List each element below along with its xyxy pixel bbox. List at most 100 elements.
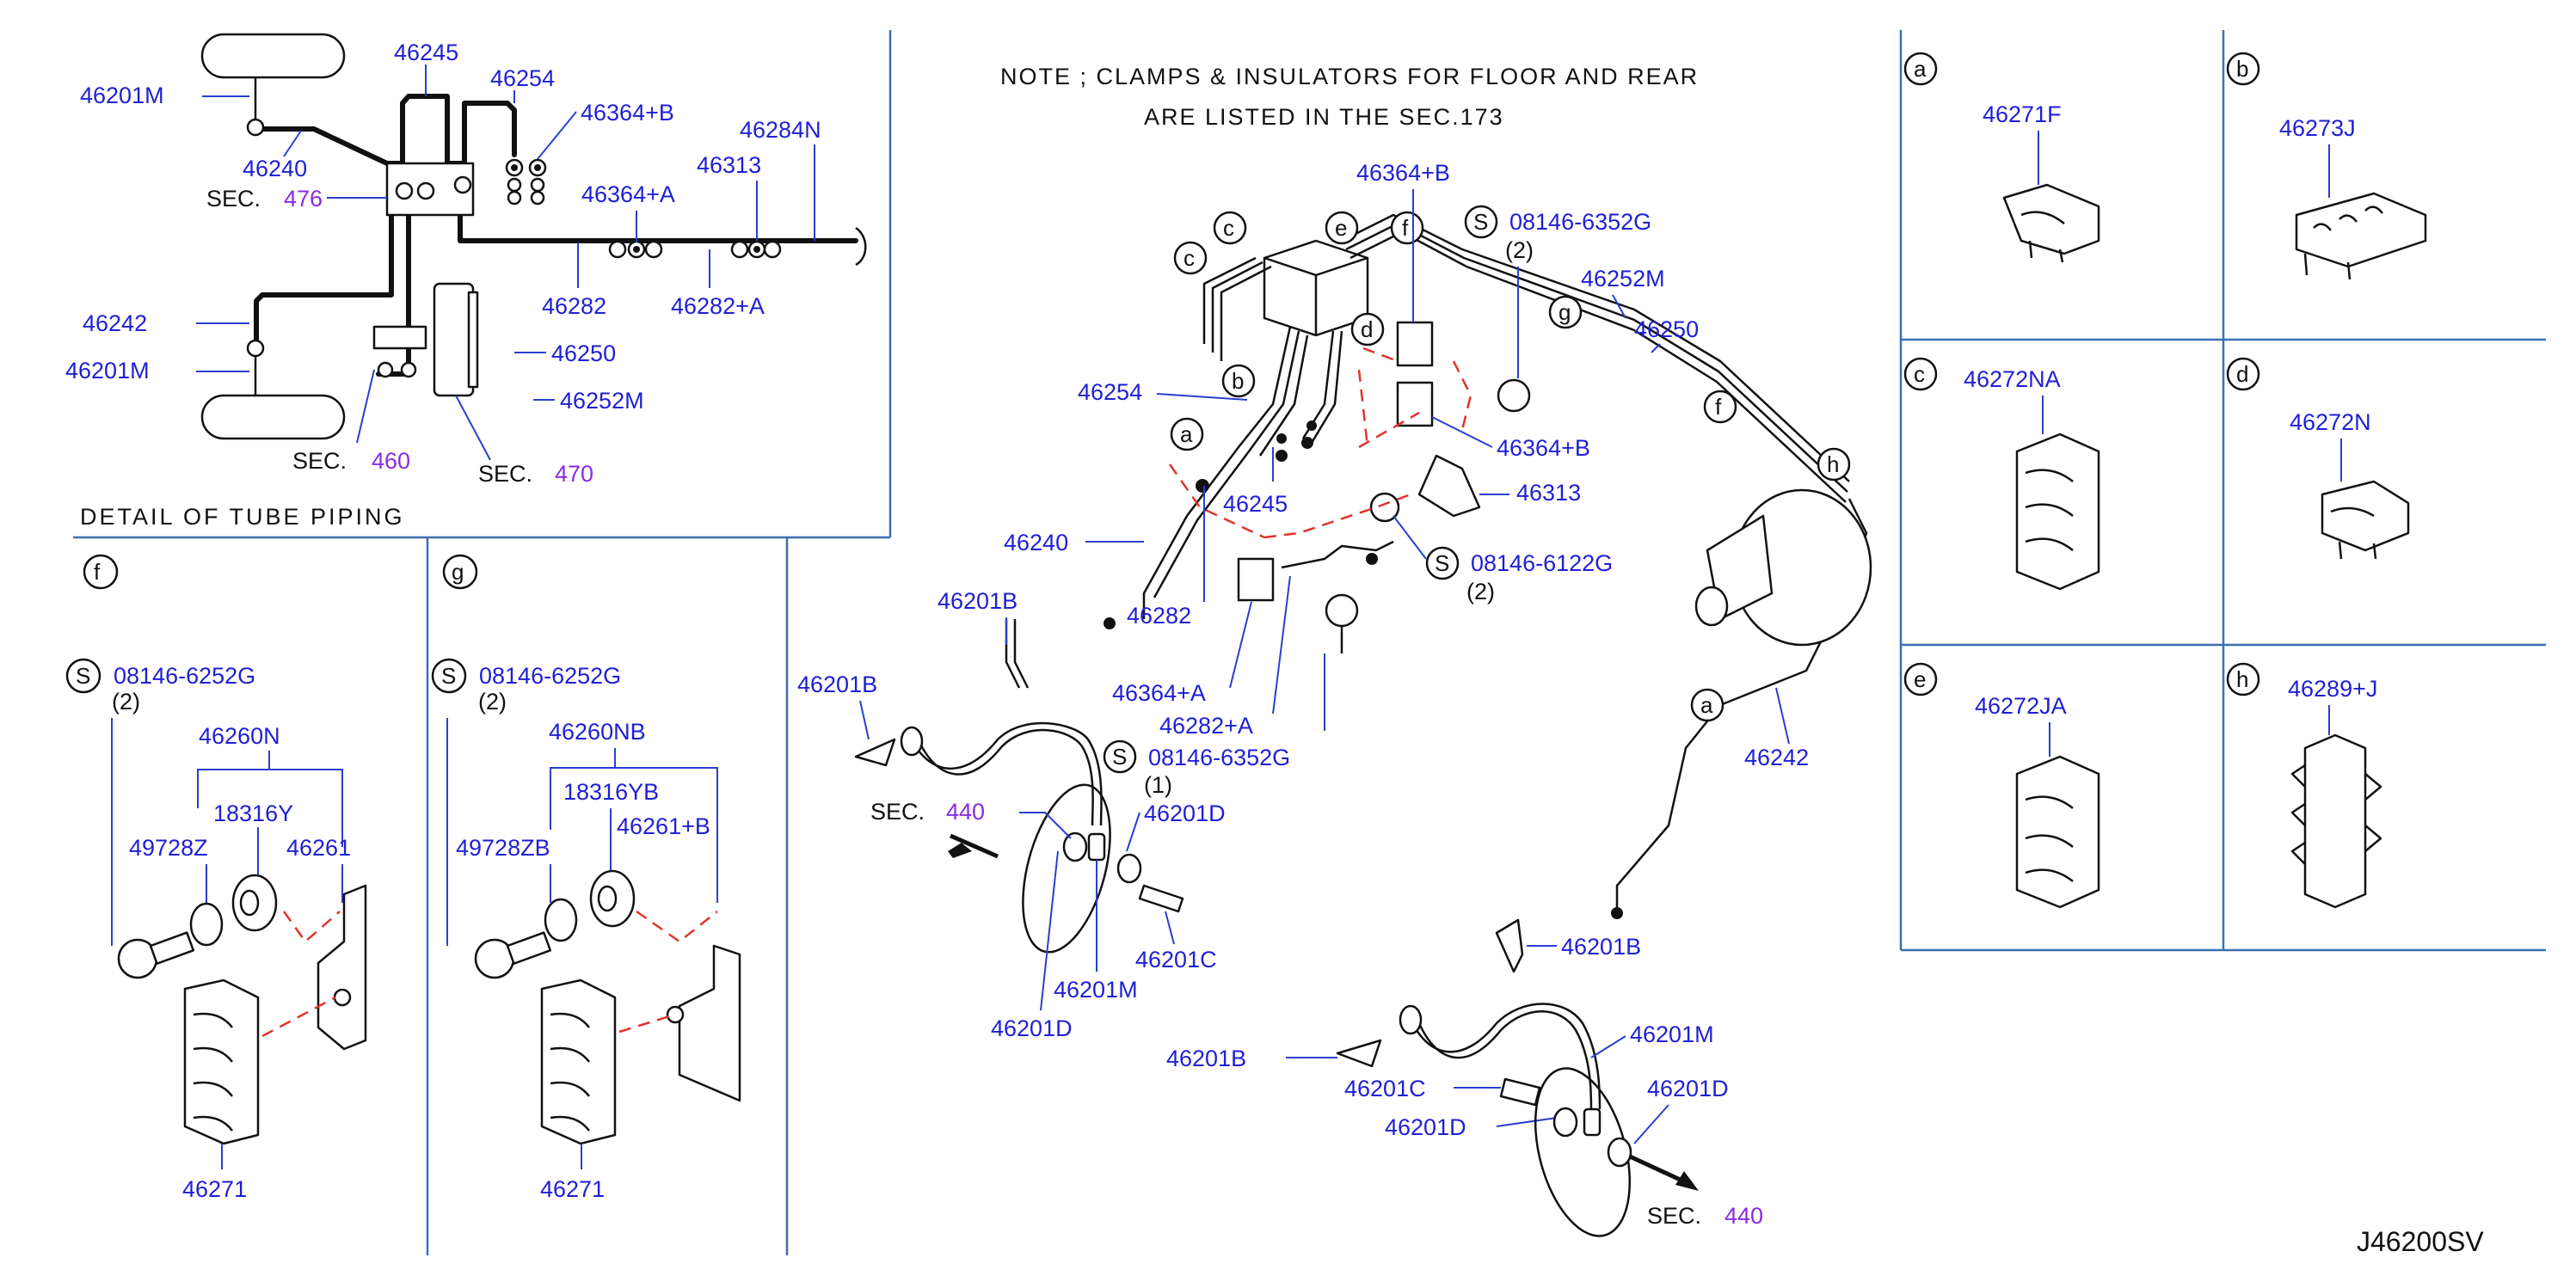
washer-a-icon (1062, 831, 1088, 862)
label-46245: 46245 (394, 40, 458, 65)
bleeder-bolt-a-icon (1138, 884, 1184, 913)
clamp-f-2: f (1715, 394, 1722, 420)
clamp-e: e (1335, 215, 1347, 241)
washer-d-icon (1607, 1137, 1632, 1168)
panel-f-bolt: 08146-6252G (114, 663, 255, 689)
label-46242: 46242 (83, 310, 147, 336)
grid-d-part: 46272N (2290, 409, 2371, 435)
label-bolt-6352G-low: 08146-6352G (1148, 745, 1290, 770)
bolt-6352G-icon (1497, 378, 1531, 413)
label-46282A: 46282+A (671, 293, 765, 319)
panel-f-circle: f (94, 559, 101, 585)
clamp-46273J-icon (2295, 192, 2427, 268)
panel-f-insulator: 18316Y (213, 801, 293, 826)
grid-a-part: 46271F (1983, 101, 2062, 127)
panel-f-collar-icon (189, 902, 224, 947)
sec-number-460: 460 (372, 448, 410, 474)
washer-c-icon (1552, 1107, 1578, 1138)
sec-label-440-a: SEC. (870, 799, 925, 825)
panel-f-clamp-icon (183, 978, 260, 1145)
label-46201M-a: 46201M (1054, 977, 1138, 1003)
rear-tire-icon (200, 394, 346, 440)
panel-f-collar: 49728Z (129, 835, 208, 861)
panel-g-bolt-symbol: S (441, 663, 456, 689)
label-46242: 46242 (1744, 745, 1809, 770)
panel-f-qty: (2) (112, 689, 140, 715)
label-46201C-b: 46201C (1344, 1076, 1426, 1101)
label-46201B-a: 46201B (938, 588, 1017, 614)
grid-a-letter: a (1914, 56, 1927, 82)
label-bolt-6122G: 08146-6122G (1471, 550, 1613, 576)
sec-number-440-a: 440 (946, 799, 985, 825)
label-46201D-b: 46201D (991, 1015, 1073, 1041)
label-46254: 46254 (1078, 379, 1142, 405)
grid-h-part: 46289+J (2288, 676, 2377, 702)
label-46201D-c: 46201D (1385, 1114, 1466, 1140)
panel-f-bracket-icon (317, 884, 367, 1051)
clamp-h: h (1827, 451, 1839, 477)
bolt-6352G-b-icon (1325, 593, 1359, 628)
clamp-46289J-icon (2303, 733, 2367, 909)
panel-g-insulator: 18316YB (563, 779, 659, 805)
panel-g-collar-icon (544, 898, 578, 942)
reservoir-icon (372, 325, 427, 350)
label-46252M: 46252M (560, 388, 644, 414)
sec-number-440-b: 440 (1725, 1203, 1763, 1229)
panel-g-qty: (2) (478, 689, 507, 715)
clamp-c-1: c (1183, 245, 1195, 271)
label-46313: 46313 (1516, 480, 1581, 506)
sec-number-470: 470 (555, 461, 593, 487)
bleeder-bolt-b-icon (1499, 1077, 1541, 1107)
clamp-d: d (1361, 316, 1373, 342)
label-46201D-a: 46201D (1144, 801, 1226, 826)
tube-piping-detail: 46201M 46245 46254 46364+B 46284N 46240 … (65, 33, 867, 530)
grid-cell-a: a 46271F (1903, 52, 2100, 263)
panel-g: g S 08146-6252G (2) 46260NB 18316YB 4972… (431, 554, 741, 1202)
panel-f: f S 08146-6252G (2) 46260N 18316Y 49728Z… (65, 554, 367, 1202)
grid-b-letter: b (2236, 56, 2248, 82)
clamp-46272N-icon (2321, 480, 2410, 552)
label-46250: 46250 (1634, 316, 1699, 342)
grid-cell-b: b 46273J (2226, 52, 2427, 280)
panel-f-assembly: 46260N (199, 723, 280, 749)
connector-46364B-lower-icon (1396, 381, 1434, 427)
panel-g-bracket-icon (678, 944, 741, 1102)
clamp-a-1: a (1180, 421, 1193, 447)
grid-cell-c: c 46272NA (1903, 357, 2100, 591)
label-46252M: 46252M (1581, 266, 1665, 291)
master-cylinder-icon (433, 282, 475, 397)
clamp-b: b (1232, 368, 1244, 394)
grid-c-part: 46272NA (1964, 366, 2061, 392)
clamp-c-2: c (1223, 215, 1234, 241)
connector-46364B-upper-icon (1396, 321, 1434, 367)
detail-title: DETAIL OF TUBE PIPING (80, 504, 405, 530)
label-46364A: 46364+A (581, 181, 675, 207)
label-46282: 46282 (1127, 603, 1191, 629)
panel-g-circle: g (452, 559, 464, 585)
clamp-46272NA-icon (2015, 432, 2100, 591)
label-qty-low: (1) (1144, 772, 1172, 798)
sec-label-460: SEC. (292, 448, 347, 474)
clamp-46272JA-icon (2015, 755, 2100, 909)
label-46240: 46240 (243, 156, 307, 181)
label-46201C-a: 46201C (1135, 947, 1217, 972)
grid-d-letter: d (2236, 361, 2248, 387)
label-46201B-c: 46201B (1561, 934, 1641, 960)
washer-b-icon (1116, 853, 1142, 884)
sec-label-470: SEC. (478, 461, 532, 487)
bolt-symbol-6122G: S (1435, 550, 1449, 576)
grid-e-part: 46272JA (1975, 693, 2067, 719)
bolt-6122G-icon (1369, 492, 1400, 523)
label-46282: 46282 (542, 293, 606, 319)
label-46201B-b: 46201B (797, 672, 877, 697)
panel-g-bolt: 08146-6252G (479, 663, 621, 689)
label-46240: 46240 (1004, 530, 1068, 555)
panel-g-collar: 49728ZB (456, 835, 550, 861)
sec-number-476: 476 (284, 186, 323, 212)
grid-cell-d: d 46272N (2226, 357, 2410, 560)
bracket-46313-icon (1417, 454, 1481, 518)
label-46201M-b: 46201M (1630, 1021, 1714, 1047)
sec-label-476: SEC. (206, 186, 261, 212)
grid-b-part: 46273J (2279, 115, 2356, 141)
